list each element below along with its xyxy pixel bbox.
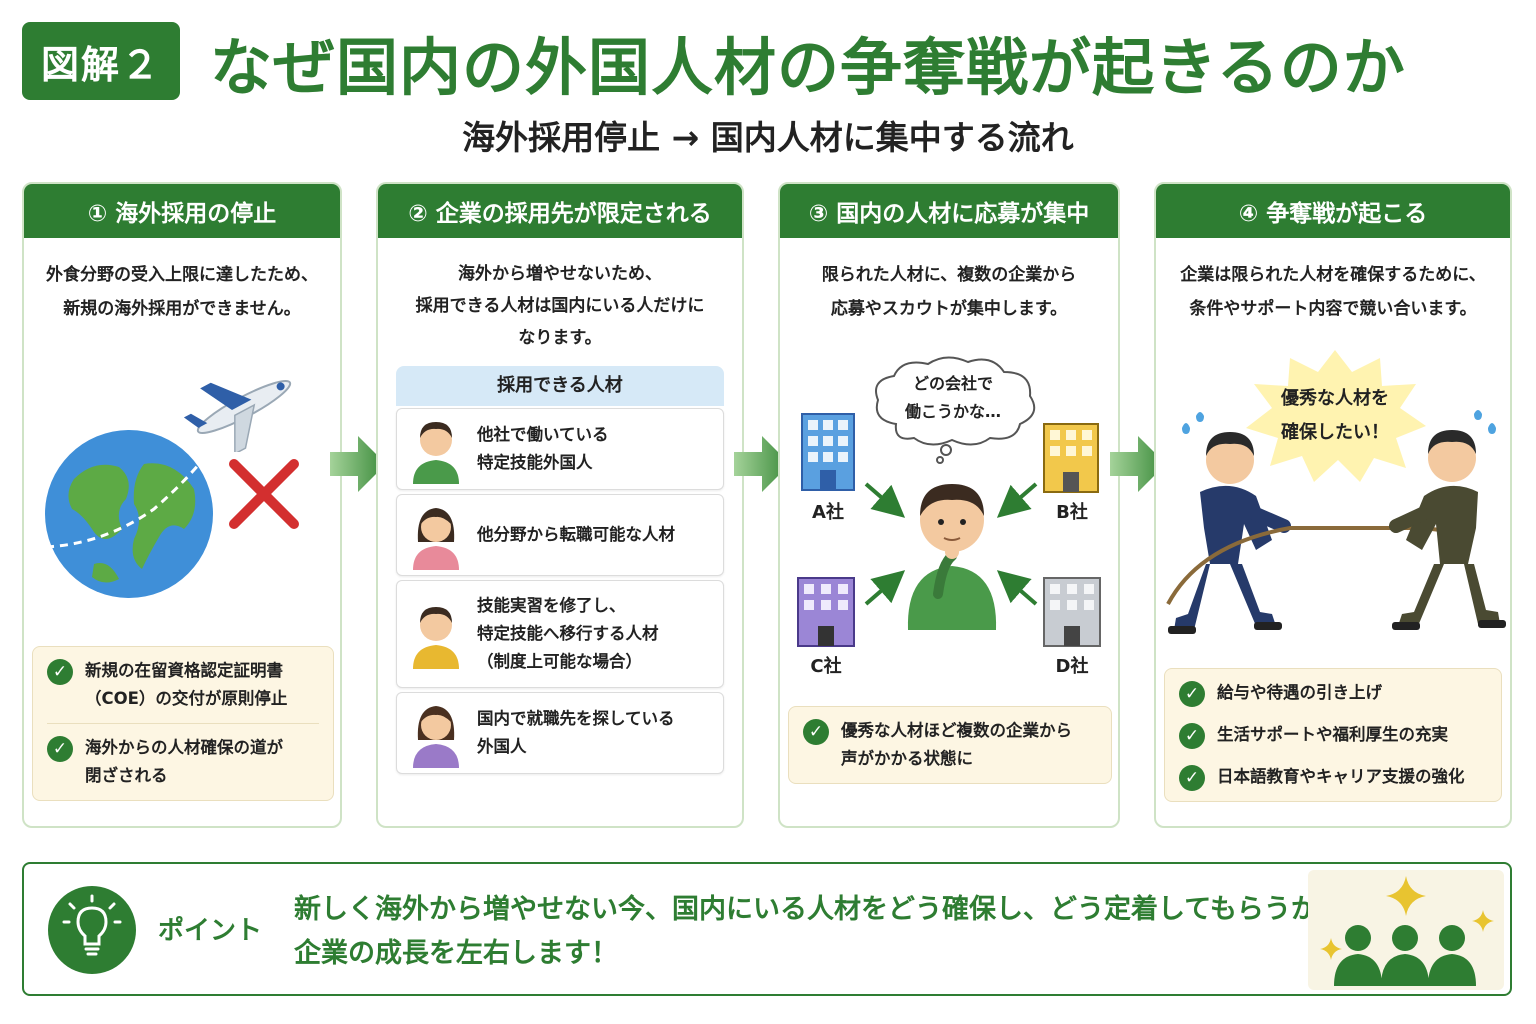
- check-item: ✓ 優秀な人材ほど複数の企業から 声がかかる状態に: [803, 717, 1097, 773]
- check-icon: ✓: [803, 719, 829, 745]
- lightbulb-icon: [48, 886, 136, 974]
- connector-arrows: [864, 482, 1038, 606]
- list-item: 他社で働いている 特定技能外国人: [396, 408, 724, 490]
- globe-icon: [45, 430, 213, 598]
- thought-bubble-text: どの会社で 働こうかな…: [904, 374, 1001, 421]
- company-label: C社: [810, 656, 842, 677]
- check-list: ✓ 優秀な人材ほど複数の企業から 声がかかる状態に: [788, 706, 1112, 784]
- check-item: ✓ 給与や待遇の引き上げ: [1179, 679, 1487, 707]
- check-icon: ✓: [1179, 681, 1205, 707]
- person-icon: [907, 484, 997, 630]
- company-label: D社: [1055, 656, 1089, 677]
- person-icon: [413, 508, 459, 570]
- page-subtitle: 海外採用停止 → 国内人材に集中する流れ: [462, 118, 1074, 157]
- list-item: 技能実習を修了し、 特定技能へ移行する人材 （制度上可能な場合）: [396, 580, 724, 688]
- candidate-list: 採用できる人材 他社で働いている 特定技能外国人 他分野から転職可能な人材: [396, 366, 724, 774]
- list-item: 他分野から転職可能な人材: [396, 494, 724, 576]
- thought-bubble: [875, 356, 1036, 464]
- tug-of-war-illustration: [1166, 410, 1506, 634]
- company-label: B社: [1056, 502, 1088, 523]
- burst-shape: [1246, 350, 1426, 482]
- point-text: 新しく海外から増やせない今、国内にいる人材をどう確保し、どう定着してもらうかが …: [294, 894, 1345, 969]
- flow-arrow-icon: [330, 436, 386, 492]
- flow-arrow-icon: [1110, 436, 1166, 492]
- company-label: A社: [812, 502, 844, 523]
- panel-competition: ④ 争奪戦が起こる 企業は限られた人材を確保するために、 条件やサポート内容で競…: [1154, 182, 1512, 828]
- check-item: ✓ 海外からの人材確保の道が 閉ざされる: [47, 734, 319, 790]
- check-list: ✓ 新規の在留資格認定証明書 （COE）の交付が原則停止 ✓ 海外からの人材確保…: [32, 646, 334, 801]
- panel-limited-hiring: ② 企業の採用先が限定される 海外から増やせないため、 採用できる人材は国内にい…: [376, 182, 744, 828]
- building-icon: [797, 577, 855, 647]
- flow-arrow-icon: [734, 436, 790, 492]
- building-icon: [1043, 577, 1101, 647]
- check-item: ✓ 日本語教育やキャリア支援の強化: [1179, 763, 1487, 791]
- check-item: ✓ 生活サポートや福利厚生の充実: [1179, 721, 1487, 749]
- check-icon: ✓: [47, 659, 73, 685]
- sparkle-icon: [1472, 910, 1494, 932]
- panel-overseas-stop: ① 海外採用の停止 外食分野の受入上限に達したため、 新規の海外採用ができません…: [22, 182, 342, 828]
- check-icon: ✓: [1179, 765, 1205, 791]
- point-box: ポイント 新しく海外から増やせない今、国内にいる人材をどう確保し、どう定着しても…: [22, 862, 1512, 996]
- panel-description: 外食分野の受入上限に達したため、 新規の海外採用ができません。: [46, 265, 318, 319]
- panel-title: ④ 争奪戦が起こる: [1156, 184, 1510, 238]
- panel-title: ① 海外採用の停止: [24, 184, 340, 238]
- panel-applications-concentrate: ③ 国内の人材に応募が集中 限られた人材に、複数の企業から 応募やスカウトが集中…: [778, 182, 1120, 828]
- person-icon: [413, 607, 459, 669]
- building-icon: [801, 413, 855, 491]
- person-icon: [413, 706, 459, 768]
- check-icon: ✓: [47, 736, 73, 762]
- check-list: ✓ 給与や待遇の引き上げ ✓ 生活サポートや福利厚生の充実 ✓ 日本語教育やキャ…: [1164, 668, 1502, 802]
- panel-description: 限られた人材に、複数の企業から 応募やスカウトが集中します。: [821, 265, 1077, 319]
- candidate-list-title: 採用できる人材: [396, 366, 724, 406]
- sparkle-icon: [1320, 938, 1342, 960]
- figure-badge: 図解２: [22, 22, 180, 100]
- point-label: ポイント: [158, 916, 263, 946]
- panel-description: 企業は限られた人材を確保するために、 条件やサポート内容で競い合います。: [1180, 265, 1486, 319]
- divider: [47, 723, 319, 724]
- list-item: 国内で就職先を探している 外国人: [396, 692, 724, 774]
- sparkle-icon: [1386, 876, 1426, 916]
- page-title: なぜ国内の外国人材の争奪戦が起きるのか: [210, 31, 1406, 104]
- airplane-icon: [184, 380, 292, 452]
- people-icon: [1334, 925, 1476, 986]
- person-icon: [413, 422, 459, 484]
- cross-icon: [229, 459, 299, 529]
- burst-text: 優秀な人材を 確保したい！: [1281, 388, 1389, 443]
- check-item: ✓ 新規の在留資格認定証明書 （COE）の交付が原則停止: [47, 657, 319, 713]
- building-icon: [1043, 423, 1099, 493]
- check-icon: ✓: [1179, 723, 1205, 749]
- panel-title: ③ 国内の人材に応募が集中: [780, 184, 1118, 238]
- flight-path: [45, 438, 221, 549]
- panel-title: ② 企業の採用先が限定される: [378, 184, 742, 238]
- panel-description: 海外から増やせないため、 採用できる人材は国内にいる人だけに なります。: [415, 264, 705, 348]
